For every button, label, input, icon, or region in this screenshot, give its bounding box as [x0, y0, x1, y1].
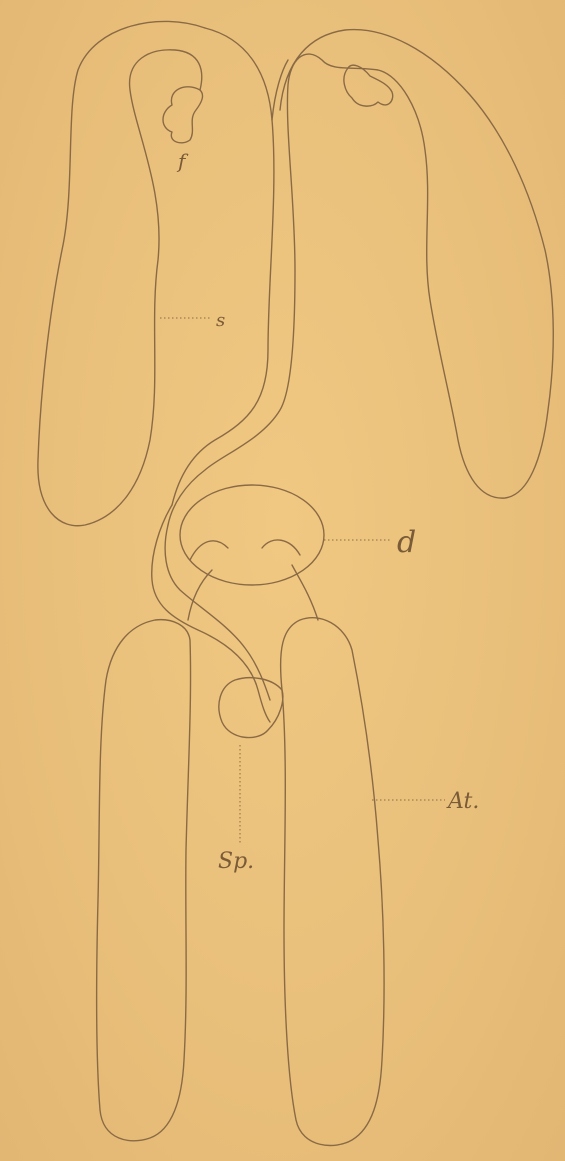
reservoir-inner-curl-right [262, 540, 300, 555]
upper-right-gland [168, 30, 553, 525]
central-duct [272, 60, 288, 120]
spermathecal-duct-inner [165, 525, 270, 700]
spermathecal-duct [152, 505, 270, 722]
right-gland-knot [344, 65, 393, 106]
spermatheca-sac [219, 678, 283, 738]
label-f: f [176, 149, 189, 173]
reservoir-inner-curl-left [190, 541, 228, 560]
label-s: s [216, 310, 225, 331]
left-gland-knot [163, 87, 203, 143]
label-sp: Sp. [218, 849, 254, 874]
lower-right-gland [281, 618, 384, 1146]
label-d: d [397, 525, 416, 560]
label-at: At. [446, 789, 479, 814]
upper-left-gland [38, 21, 205, 525]
lower-left-gland [97, 620, 191, 1141]
right-lower-duct [292, 565, 318, 620]
reservoir-oval [180, 485, 324, 585]
